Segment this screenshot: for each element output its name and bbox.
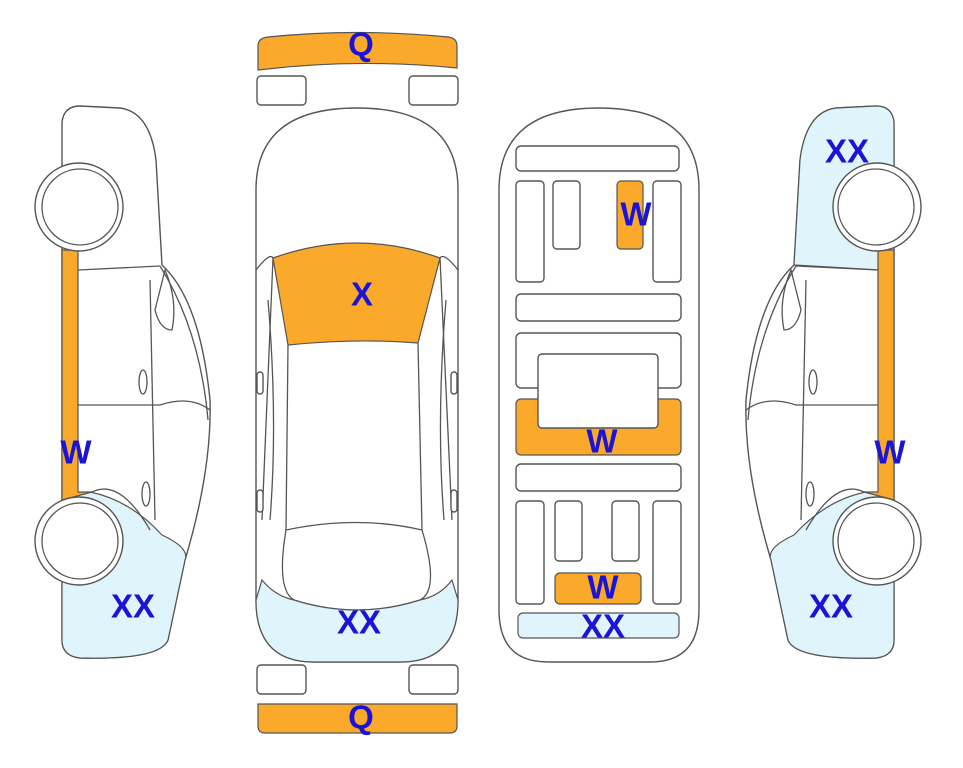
- rear-right-light: [408, 664, 459, 695]
- rear-member-label: W: [587, 569, 619, 606]
- right-pillar-label: W: [874, 434, 906, 471]
- front-member-label: W: [620, 196, 652, 233]
- rear-left-light: [256, 664, 307, 695]
- left-rear-wheel: [34, 496, 124, 586]
- center-tunnel: [537, 353, 659, 429]
- rear-floor-panel[interactable]: [517, 612, 680, 639]
- right-rear-wheel: [832, 496, 922, 586]
- rear-bumper[interactable]: [257, 703, 458, 734]
- right-front-fender-label: XX: [825, 133, 869, 170]
- right-front-wheel: [832, 162, 922, 252]
- front-left-light: [256, 75, 307, 106]
- rear-end-panel[interactable]: [255, 578, 459, 663]
- windshield-label: X: [351, 276, 373, 313]
- rear-floor-label: XX: [581, 608, 625, 645]
- left-side-view: W XX: [34, 105, 211, 659]
- top-body-outline: [255, 107, 459, 663]
- right-rear-quarter-label: XX: [809, 588, 853, 625]
- left-rear-quarter-label: XX: [111, 588, 155, 625]
- front-bumper-label: Q: [348, 26, 374, 63]
- front-right-light: [408, 75, 459, 106]
- rear-end-label: XX: [337, 604, 381, 641]
- underbody-view: W W W XX: [498, 107, 700, 663]
- left-pillar-label: W: [60, 434, 92, 471]
- rear-bumper-label: Q: [348, 699, 374, 736]
- left-front-wheel: [34, 162, 124, 252]
- front-bumper[interactable]: [257, 31, 458, 71]
- top-view: Q X XX Q: [255, 26, 459, 736]
- rear-member-panel[interactable]: [554, 572, 642, 605]
- front-member-panel[interactable]: [616, 180, 644, 250]
- center-cross-member-label: W: [586, 423, 618, 460]
- right-side-view: XX W XX: [745, 105, 922, 659]
